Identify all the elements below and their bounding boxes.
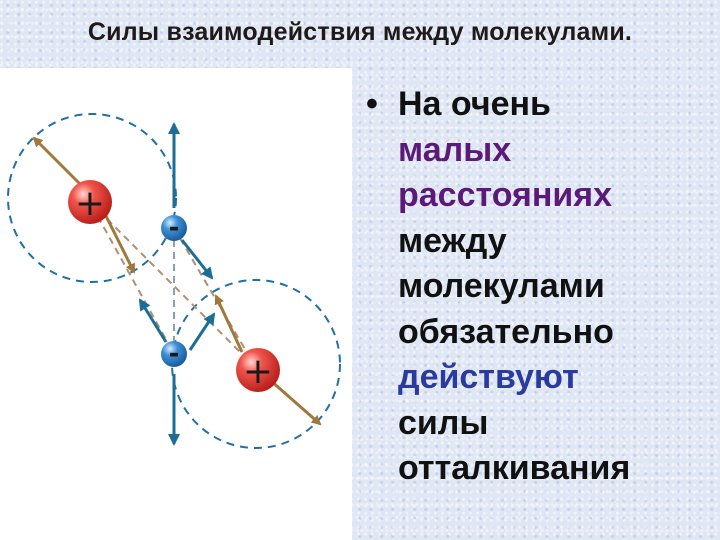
bullet-line: отталкивания	[366, 446, 716, 492]
negative-charge-lower: -	[161, 339, 187, 369]
bullet-line: действуют	[366, 355, 716, 401]
repulsion-arrow-lower-left	[216, 296, 242, 352]
slide-title: Силы взаимодействия между молекулами.	[0, 18, 720, 47]
repulsion-arrow-lower-right	[270, 380, 320, 424]
molecule-diagram: + - - +	[0, 68, 352, 540]
bullet-line: между	[366, 219, 716, 265]
repulsion-arrow-upper-right	[104, 212, 134, 272]
diagonal-arrow-right	[190, 314, 214, 350]
positive-charge-sign: +	[243, 351, 273, 392]
bullet-line: молекулами	[366, 264, 716, 310]
bullet-line: На очень	[366, 82, 716, 128]
bullet-line: малых	[366, 128, 716, 174]
positive-charge-sign: +	[75, 183, 105, 224]
bullet-line: силы	[366, 401, 716, 447]
bullet-symbol: •	[366, 82, 378, 128]
repulsion-arrow-upper-left	[34, 138, 80, 184]
negative-charge-sign: -	[169, 213, 180, 243]
diagonal-arrow-upper	[182, 240, 212, 278]
bullet-point: • На очень малых расстояниях между молек…	[366, 82, 716, 492]
molecule-interaction-figure: + - - +	[0, 68, 352, 540]
positive-charge-lower: +	[236, 348, 280, 392]
negative-charge-sign: -	[169, 339, 180, 369]
bullet-line: расстояниях	[366, 173, 716, 219]
diagonal-arrow-lower	[140, 300, 166, 342]
positive-charge-upper: +	[68, 180, 112, 224]
bullet-line: обязательно	[366, 310, 716, 356]
